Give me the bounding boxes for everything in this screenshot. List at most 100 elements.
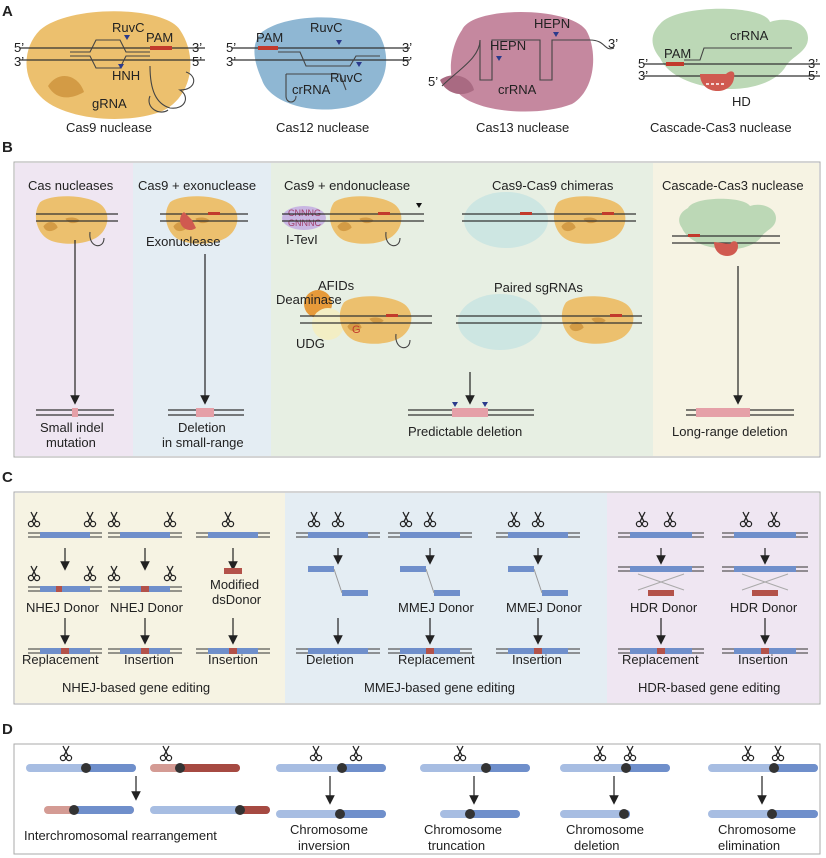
d1-chr-b-centromere bbox=[175, 763, 185, 773]
d2-scissor-1 bbox=[309, 745, 323, 762]
cascade-5prime-top: 5’ bbox=[638, 56, 648, 71]
b-col3-title-endonuclease: Cas9 + endonuclease bbox=[284, 178, 410, 193]
chimera-cas9-left bbox=[464, 192, 548, 248]
cas12-ruvc-bottom: RuvC bbox=[330, 70, 363, 85]
b-col3-result: Predictable deletion bbox=[408, 424, 522, 439]
cas13-nuclease-diagram: HEPN HEPN crRNA 5’ 3’ bbox=[428, 12, 618, 112]
nhej-1-result-insert bbox=[61, 648, 69, 654]
hdr-2-donor bbox=[752, 590, 778, 596]
nhej-2-result-insert bbox=[141, 648, 149, 654]
panel-d-schematics bbox=[26, 745, 818, 819]
d1-chr-b-arm2 bbox=[180, 764, 240, 772]
hdr-footer: HDR-based gene editing bbox=[638, 680, 780, 695]
cas13-3prime: 3’ bbox=[608, 36, 618, 51]
b-col1-cas9 bbox=[35, 196, 108, 244]
nhej-2-cut-insert bbox=[141, 586, 149, 592]
cas13-5prime: 5’ bbox=[428, 74, 438, 89]
cas12-nuclease-diagram: PAM RuvC RuvC crRNA 5’ 3’ 3’ 5’ bbox=[226, 17, 412, 110]
itevi-enzyme bbox=[282, 206, 326, 230]
hdr-1-donor bbox=[648, 590, 674, 596]
d3-chr-arm2 bbox=[486, 764, 530, 772]
hdr-2-template-gene bbox=[734, 566, 796, 572]
mmej-result-1: Deletion bbox=[306, 652, 354, 667]
nhej-1-start-gene bbox=[40, 532, 90, 538]
mmej-1-start-gene bbox=[308, 532, 368, 538]
d1-res-a-centromere bbox=[69, 805, 79, 815]
cas9-nuclease-diagram: RuvC PAM HNH gRNA 5’ 3’ 3’ 5’ bbox=[14, 11, 205, 119]
g-base-label: G bbox=[352, 324, 361, 336]
udg-label: UDG bbox=[296, 336, 325, 351]
d2-chr-arm2 bbox=[342, 764, 386, 772]
mmej-donor-2: MMEJ Donor bbox=[398, 600, 475, 615]
d1-scissor-a bbox=[59, 745, 73, 762]
d2-chr-centromere bbox=[337, 763, 347, 773]
mmej-1-join bbox=[333, 568, 343, 594]
mmej-1-left-arm bbox=[308, 566, 334, 572]
cas13-crrna-label: crRNA bbox=[498, 82, 537, 97]
b-col1-result-line1: Small indel bbox=[40, 420, 104, 435]
nhej-3-start-gene bbox=[208, 532, 258, 538]
cas9-3prime-bottom: 3’ bbox=[14, 54, 24, 69]
cascade-5prime-bottom: 5’ bbox=[808, 68, 818, 83]
b-col1-result-line2: mutation bbox=[46, 435, 96, 450]
b-col3-title-chimeras: Cas9-Cas9 chimeras bbox=[492, 178, 614, 193]
mmej-result-2: Replacement bbox=[398, 652, 475, 667]
d1-scissor-b bbox=[159, 745, 173, 762]
d2-res-arm2 bbox=[340, 810, 386, 818]
panel-b-frame bbox=[13, 161, 821, 458]
cascade-hd-label: HD bbox=[732, 94, 751, 109]
cas9-title: Cas9 nuclease bbox=[66, 120, 152, 135]
hdr-result-1: Replacement bbox=[622, 652, 699, 667]
mmej-footer: MMEJ-based gene editing bbox=[364, 680, 515, 695]
cascade-pam-label: PAM bbox=[664, 46, 691, 61]
paired-cas9-left bbox=[458, 294, 542, 350]
d5-scissor-1 bbox=[741, 745, 755, 762]
deaminase-label: Deaminase bbox=[276, 292, 342, 307]
d4-chr-arm2 bbox=[626, 764, 670, 772]
d-item-5-line2: elimination bbox=[718, 838, 780, 853]
b-col4-title: Cascade-Cas3 nuclease bbox=[662, 178, 804, 193]
panel-c-nhej-bg bbox=[15, 493, 285, 703]
d5-chr-centromere bbox=[769, 763, 779, 773]
nhej-2-start-gene bbox=[120, 532, 170, 538]
hdr-donor-1: HDR Donor bbox=[630, 600, 698, 615]
nhej-3-dsdonor bbox=[224, 568, 242, 574]
cas13-hepn-top: HEPN bbox=[534, 16, 570, 31]
mmej-3-join bbox=[533, 568, 543, 594]
cas9-3prime-top: 3’ bbox=[192, 40, 202, 55]
cas9-hnh-label: HNH bbox=[112, 68, 140, 83]
d3-chr-centromere bbox=[481, 763, 491, 773]
d5-res-arm2 bbox=[772, 810, 818, 818]
d-item-4-line1: Chromosome bbox=[566, 822, 644, 837]
d-item-3-line1: Chromosome bbox=[424, 822, 502, 837]
d3-res-arm2 bbox=[470, 810, 520, 818]
mmej-2-left-arm bbox=[400, 566, 426, 572]
cascade-3prime-top: 3’ bbox=[808, 56, 818, 71]
nhej-donor-1: NHEJ Donor bbox=[26, 600, 100, 615]
mmej-donor-3: MMEJ Donor bbox=[506, 600, 583, 615]
panel-c-frame bbox=[13, 491, 821, 705]
d2-res-centromere bbox=[335, 809, 345, 819]
cas9-5prime-top: 5’ bbox=[14, 40, 24, 55]
b-col1-title: Cas nucleases bbox=[28, 178, 114, 193]
d1-chr-a-arm2 bbox=[86, 764, 136, 772]
hdr-2-result-insert bbox=[761, 648, 769, 654]
panel-d-letter: D bbox=[2, 721, 13, 738]
d4-res-centromere bbox=[619, 809, 629, 819]
b-col4-result: Long-range deletion bbox=[672, 424, 788, 439]
b-col2-result-line2: in small-range bbox=[162, 435, 244, 450]
nhej-result-2: Insertion bbox=[124, 652, 174, 667]
mmej-2-join bbox=[425, 568, 435, 594]
d4-scissor-1 bbox=[593, 745, 607, 762]
mmej-2-result-insert bbox=[426, 648, 434, 654]
mmej-2-start-gene bbox=[400, 532, 460, 538]
d5-res-centromere bbox=[767, 809, 777, 819]
panel-c-schematics bbox=[27, 511, 808, 654]
cas9-pam-label: PAM bbox=[146, 30, 173, 45]
b-col2-title: Cas9 + exonuclease bbox=[138, 178, 256, 193]
mmej-3-start-gene bbox=[508, 532, 568, 538]
hdr-1-template-gene bbox=[630, 566, 692, 572]
d-item-1-line1: Interchromosomal rearrangement bbox=[24, 828, 217, 843]
d4-res-arm bbox=[560, 810, 630, 818]
nhej-donor-2: NHEJ Donor bbox=[110, 600, 184, 615]
